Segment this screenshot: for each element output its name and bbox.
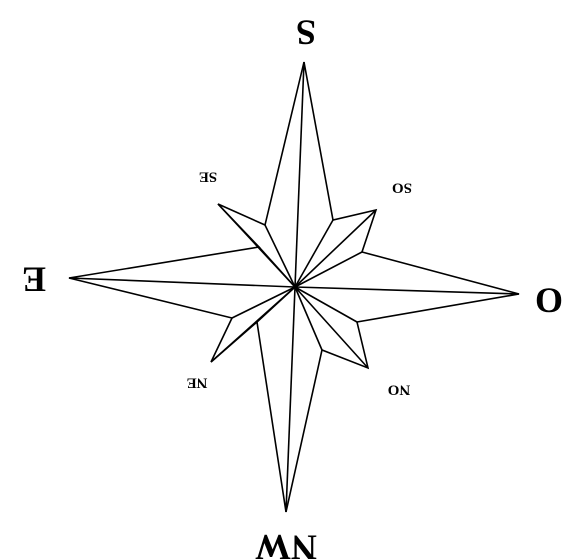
compass-ray bbox=[211, 287, 295, 362]
compass-ray bbox=[295, 287, 357, 322]
compass-ray bbox=[295, 287, 322, 350]
label-top: S bbox=[296, 13, 316, 53]
label-upper-right: SO bbox=[392, 180, 412, 196]
compass-ray bbox=[232, 287, 295, 318]
label-right: O bbox=[535, 281, 563, 321]
compass-ray bbox=[295, 287, 368, 368]
compass-ray bbox=[265, 225, 295, 287]
label-lower-left: NE bbox=[187, 375, 208, 391]
label-upper-left: SE bbox=[199, 169, 217, 185]
label-lower-right: NO bbox=[388, 382, 411, 398]
compass-ray bbox=[218, 204, 295, 287]
compass-ray bbox=[295, 287, 519, 294]
label-left: E bbox=[22, 260, 46, 300]
label-bottom: NW bbox=[255, 528, 317, 560]
